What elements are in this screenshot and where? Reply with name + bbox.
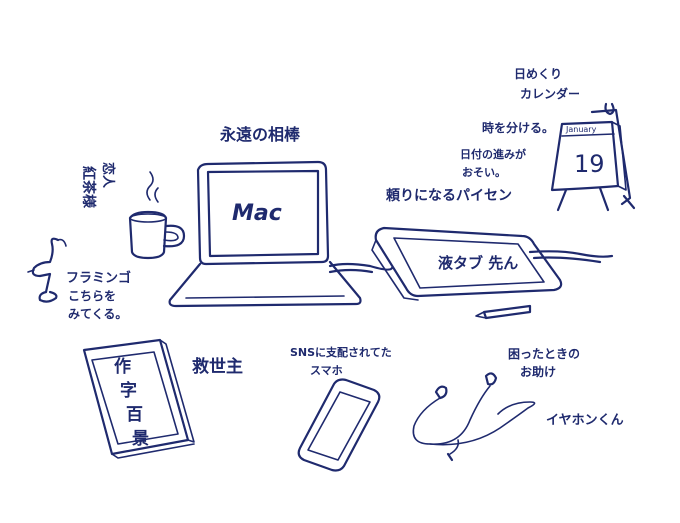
laptop-caption: 永遠の相棒 bbox=[219, 125, 301, 144]
book-title-char1: 作 bbox=[114, 356, 131, 377]
book-caption: 救世主 bbox=[192, 356, 243, 377]
tablet-screen-label: 液タブ 先ん bbox=[438, 254, 518, 272]
tea-caption-line2: 紅茶様 bbox=[80, 166, 97, 209]
calendar-month-label: January bbox=[565, 125, 597, 134]
phone-caption-line2: スマホ bbox=[310, 364, 343, 377]
desk-calendar-icon bbox=[550, 102, 636, 212]
calendar-note-line2a: 日付の進みが bbox=[460, 147, 526, 161]
laptop-icon bbox=[168, 160, 394, 308]
pen-tablet-icon bbox=[371, 226, 614, 301]
tablet-caption: 頼りになるパイセン bbox=[386, 187, 512, 204]
earphone-name-label: イヤホンくん bbox=[546, 413, 624, 428]
book-title-char2: 字 bbox=[120, 380, 137, 401]
book-title-char3: 百 bbox=[126, 405, 143, 425]
earphone-caption-line2: お助け bbox=[520, 364, 556, 379]
flamingo-figurine-icon bbox=[27, 237, 67, 303]
calendar-caption-line2: カレンダー bbox=[520, 86, 580, 101]
smartphone-icon bbox=[297, 378, 381, 472]
phone-caption-line1: SNSに支配されてた bbox=[290, 345, 392, 359]
flamingo-caption-line2: こちらを bbox=[68, 289, 116, 303]
calendar-note-line2b: おそい。 bbox=[462, 166, 506, 179]
earphone-caption-line1: 困ったときの bbox=[508, 347, 580, 361]
earphones-icon bbox=[412, 372, 536, 462]
tea-caption-line1: 恋人 bbox=[100, 162, 116, 189]
calendar-note-line1: 時を分ける。 bbox=[482, 120, 554, 135]
stylus-pen-icon bbox=[475, 304, 532, 320]
tea-mug-icon bbox=[128, 171, 186, 260]
dictionary-book-icon bbox=[82, 338, 195, 459]
calendar-caption-line1: 日めくり bbox=[514, 67, 562, 81]
flamingo-caption-line1: フラミンゴ bbox=[66, 270, 131, 286]
laptop-screen-label: Mac bbox=[232, 201, 282, 226]
calendar-day-label: 19 bbox=[574, 150, 605, 178]
book-title-char4: 景 bbox=[132, 429, 149, 449]
flamingo-caption-line3: みてくる。 bbox=[68, 307, 127, 321]
